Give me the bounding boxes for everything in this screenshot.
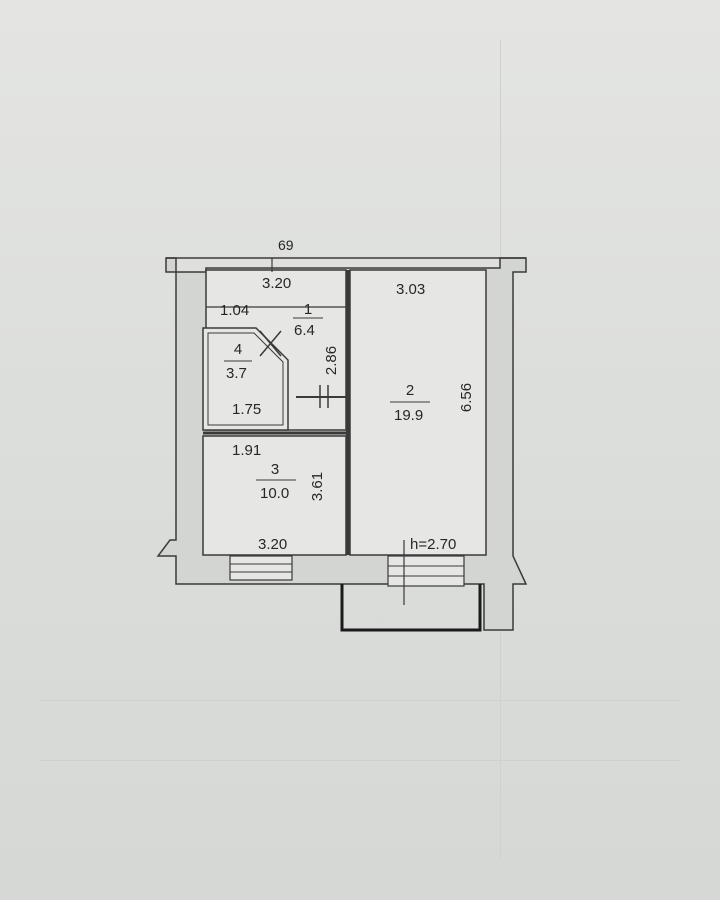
wall-mark-label: 69 — [278, 237, 294, 253]
room-1-area: 6.4 — [294, 322, 315, 339]
paper-rule-line — [40, 760, 680, 761]
room-1-number: 1 — [303, 301, 313, 318]
balcony-outline — [340, 584, 482, 632]
corridor-length-label: 2.86 — [323, 345, 341, 376]
room-4-width-label: 1.75 — [232, 401, 262, 418]
room-1-width-label: 3.20 — [262, 275, 292, 292]
room-3-area: 10.0 — [260, 485, 290, 502]
room-4-outline — [202, 327, 289, 431]
room-2-number: 2 — [405, 382, 415, 399]
room-4-number: 4 — [233, 341, 243, 358]
room-2-width-label: 3.03 — [396, 281, 426, 298]
room-2-length-label: 6.56 — [458, 382, 476, 413]
window-room-2 — [387, 540, 465, 605]
ceiling-height-label: h=2.70 — [410, 536, 457, 553]
room-4-inner-outline — [207, 332, 284, 426]
room-3-width-label: 3.20 — [258, 536, 288, 553]
room-1-bottom-width-label: 1.04 — [220, 302, 250, 319]
room-2-area: 19.9 — [394, 407, 424, 424]
room-3-length-label: 3.61 — [309, 471, 327, 502]
window-room-3 — [229, 555, 293, 581]
room-3-number: 3 — [270, 461, 280, 478]
room-2-floor — [349, 269, 487, 556]
room-4-area: 3.7 — [226, 365, 247, 382]
door-cross-mark — [259, 330, 282, 357]
paper-rule-line — [40, 700, 680, 701]
partition-wall — [346, 270, 350, 555]
room-3-top-width-label: 1.91 — [232, 442, 262, 459]
room-3-floor — [202, 435, 347, 556]
